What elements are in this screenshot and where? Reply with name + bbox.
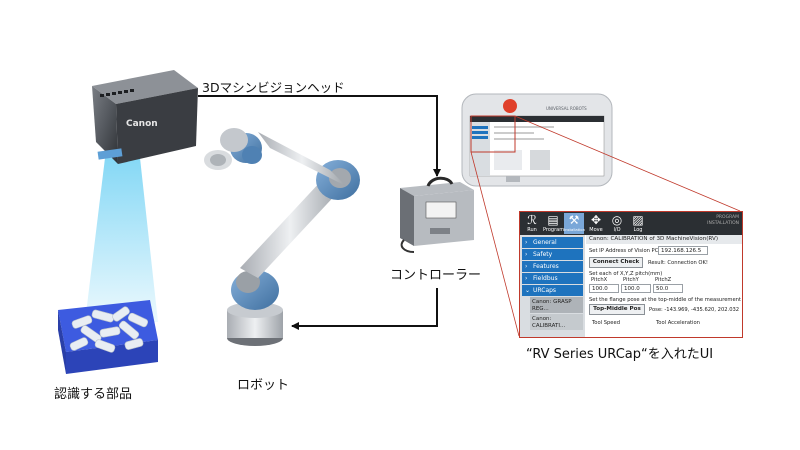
- connect-check-button[interactable]: Connect Check: [589, 257, 643, 268]
- pendant-brand: UNIVERSAL ROBOTS: [546, 106, 587, 111]
- parts-bin: [58, 300, 158, 374]
- top-middle-pos-button[interactable]: Top-Middle Pos: [589, 304, 645, 315]
- ui-main-content: Canon: CALIBRATION of 3D MachineVision(R…: [586, 235, 742, 337]
- pitch-z-field[interactable]: 50.0: [653, 284, 683, 293]
- robot-label: ロボット: [237, 378, 290, 393]
- pose-readout: Pose: -143.969, -435.620, 202.032: [649, 307, 740, 313]
- sidebar-item-general[interactable]: › General: [522, 237, 583, 248]
- move-icon: ✥: [590, 213, 602, 227]
- ur-logo-icon: ℛ: [527, 213, 537, 227]
- controller-label: コントローラー: [390, 268, 482, 283]
- tool-speed-label: Tool Speed: [592, 320, 620, 326]
- sidebar-item-label: URCaps: [533, 287, 557, 294]
- ip-address-field[interactable]: 192.168.126.5: [658, 246, 708, 255]
- pitch-y-field[interactable]: 100.0: [621, 284, 651, 293]
- program-tab[interactable]: ▤ Program: [543, 213, 565, 234]
- pitch-y-header: PitchY: [623, 277, 639, 283]
- zoom-line-top: [514, 115, 741, 212]
- parts-label: 認識する部品: [54, 387, 133, 402]
- installation-icon: ⚒: [568, 213, 580, 227]
- ui-caption: “RV Series URCap“を入れたUI: [526, 347, 714, 362]
- program-icon: ▤: [547, 213, 559, 227]
- arrow-controller-to-robot: [291, 288, 438, 330]
- ui-sidebar: › General › Safety › Features › Fieldbus ⌄UR…: [520, 235, 585, 337]
- zoom-source-rect: [470, 115, 516, 153]
- connection-result: Result: Connection OK!: [648, 260, 708, 266]
- sidebar-item-label: Fieldbus: [533, 275, 558, 282]
- status-program: PROGRAM: [716, 215, 739, 220]
- tool-acceleration-label: Tool Acceleration: [656, 320, 700, 326]
- sidebar-item-fieldbus[interactable]: › Fieldbus: [522, 273, 583, 284]
- chevron-right-icon: ›: [525, 251, 528, 258]
- page-title: Canon: CALIBRATION of 3D MachineVision(R…: [586, 235, 742, 244]
- run-tab[interactable]: ℛ Run: [522, 213, 542, 234]
- vision-head-label: 3Dマシンビジョンヘッド: [202, 80, 345, 95]
- io-tab-label: I/O: [613, 227, 621, 233]
- sidebar-item-safety[interactable]: › Safety: [522, 249, 583, 260]
- zoom-line-bottom: [470, 151, 520, 337]
- sidebar-subitem-grasp-reg[interactable]: Canon: GRASP REG...: [530, 297, 583, 313]
- move-tab[interactable]: ✥ Move: [586, 213, 606, 234]
- pitch-z-header: PitchZ: [655, 277, 672, 283]
- sidebar-subitem-calibration[interactable]: Canon: CALIBRATI...: [530, 314, 583, 330]
- io-tab[interactable]: ◎ I/O: [607, 213, 627, 234]
- camera-brand-logo: Canon: [126, 119, 158, 129]
- sidebar-item-label: Safety: [533, 251, 553, 258]
- sidebar-item-label: General: [533, 239, 557, 246]
- ip-label: Set IP Address of Vision PC:: [589, 248, 661, 254]
- pitch-label: Set each of X,Y,Z pitch(mm): [589, 271, 663, 277]
- arrow-head-to-controller: [198, 95, 441, 177]
- urcap-ui-panel: ℛ Run ▤ Program ⚒ Installation ✥ Move ◎ …: [519, 211, 743, 338]
- chevron-right-icon: ›: [525, 275, 528, 282]
- chevron-right-icon: ›: [525, 239, 528, 246]
- log-icon: ▨: [632, 213, 644, 227]
- installation-tab[interactable]: ⚒ Installation: [564, 213, 586, 234]
- program-tab-label: Program: [543, 227, 565, 233]
- teach-pendant: UNIVERSAL ROBOTS: [461, 93, 613, 187]
- run-tab-label: Run: [527, 227, 537, 233]
- io-icon: ◎: [611, 213, 623, 227]
- chevron-right-icon: ›: [525, 263, 528, 270]
- sidebar-subitem-label: Canon: CALIBRATI...: [532, 316, 566, 329]
- controller-box: [400, 176, 474, 253]
- sidebar-subitem-label: Canon: GRASP REG...: [532, 299, 572, 312]
- installation-tab-label: Installation: [564, 227, 586, 232]
- scan-beam: [85, 158, 158, 322]
- 3d-vision-head: Canon: [92, 70, 198, 164]
- flange-label: Set the flange pose at the top-middle of…: [589, 297, 741, 303]
- chevron-down-icon: ⌄: [525, 287, 531, 294]
- sidebar-item-features[interactable]: › Features: [522, 261, 583, 272]
- move-tab-label: Move: [589, 227, 603, 233]
- log-tab-label: Log: [633, 227, 643, 233]
- status-text: PROGRAM INSTALLATION: [707, 215, 739, 227]
- pitch-x-field[interactable]: 100.0: [589, 284, 619, 293]
- pitch-x-header: PitchX: [591, 277, 608, 283]
- sidebar-item-urcaps[interactable]: ⌄URCaps: [522, 285, 583, 296]
- robot-arm: [204, 128, 360, 346]
- log-tab[interactable]: ▨ Log: [628, 213, 648, 234]
- ui-top-bar: ℛ Run ▤ Program ⚒ Installation ✥ Move ◎ …: [520, 212, 742, 235]
- sidebar-item-label: Features: [533, 263, 559, 270]
- status-installation: INSTALLATION: [707, 221, 739, 226]
